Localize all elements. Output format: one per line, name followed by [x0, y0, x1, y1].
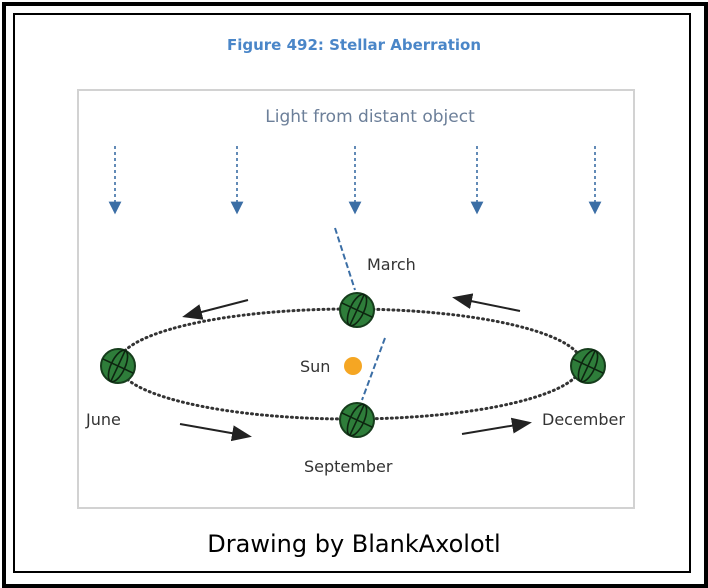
figure-title: Figure 492: Stellar Aberration — [226, 36, 482, 54]
orbit-arrow-top-right — [452, 293, 521, 312]
orbit-arrow-bottom-right — [461, 417, 532, 435]
orbit-arrow-bottom-left — [179, 423, 252, 442]
earth-september-icon — [339, 400, 375, 440]
label-september: September — [304, 457, 393, 476]
label-december: December — [542, 410, 625, 429]
sun-icon — [344, 357, 362, 375]
aberration-ray-march — [334, 227, 356, 291]
earth-december-icon — [570, 346, 606, 386]
orbit-arrow-top-left — [182, 299, 249, 320]
label-march: March — [367, 255, 416, 274]
inner-border — [13, 13, 691, 573]
label-sun: Sun — [300, 357, 330, 376]
earth-march-icon — [339, 290, 375, 330]
aberration-ray-september — [361, 337, 386, 401]
figure-caption: Drawing by BlankAxolotl — [207, 530, 501, 558]
earth-june-icon — [100, 346, 136, 386]
label-june: June — [85, 410, 121, 429]
header-label: Light from distant object — [265, 107, 475, 127]
